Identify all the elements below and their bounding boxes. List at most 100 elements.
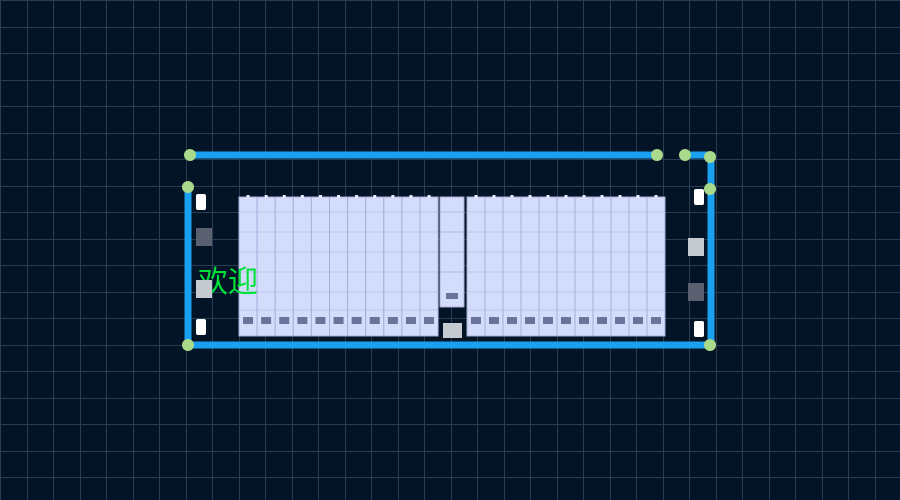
server-rack[interactable] <box>383 195 403 337</box>
server-rack[interactable] <box>484 195 504 337</box>
server-rack-body[interactable] <box>466 196 486 337</box>
door-marker[interactable] <box>196 319 206 335</box>
server-rack-body[interactable] <box>401 196 421 337</box>
server-rack-slot <box>507 317 517 324</box>
server-rack-body[interactable] <box>556 196 576 337</box>
server-rack-body[interactable] <box>383 196 403 337</box>
device-dark[interactable] <box>196 228 212 246</box>
server-rack-body[interactable] <box>310 196 330 337</box>
server-rack-top-marker <box>427 195 431 198</box>
server-rack[interactable] <box>538 195 558 337</box>
server-rack[interactable] <box>592 195 612 337</box>
server-rack-body[interactable] <box>592 196 612 337</box>
server-rack-body[interactable] <box>292 196 312 337</box>
server-rack-slot <box>633 317 643 324</box>
room-walls[interactable] <box>184 151 715 349</box>
rack-row-right[interactable] <box>466 195 666 337</box>
server-rack-body[interactable] <box>538 196 558 337</box>
server-rack-top-marker <box>391 195 395 198</box>
vertex-handle[interactable] <box>182 339 194 351</box>
vertex-handle[interactable] <box>184 149 196 161</box>
server-rack[interactable] <box>419 195 439 337</box>
server-rack[interactable] <box>329 195 349 337</box>
server-rack-body[interactable] <box>419 196 439 337</box>
door-marker[interactable] <box>694 189 704 205</box>
server-rack[interactable] <box>274 195 294 337</box>
server-rack-top-marker <box>373 195 377 198</box>
server-rack-top-marker <box>564 195 568 198</box>
server-rack-body[interactable] <box>365 196 385 337</box>
server-rack[interactable] <box>256 195 276 337</box>
vertex-handle[interactable] <box>651 149 663 161</box>
server-rack-body[interactable] <box>329 196 349 337</box>
device-light[interactable] <box>196 280 212 298</box>
server-rack-slot <box>261 317 272 324</box>
server-rack-slot <box>369 317 380 324</box>
server-rack-top-marker <box>492 195 496 198</box>
server-rack[interactable] <box>310 195 330 337</box>
server-rack[interactable] <box>466 195 486 337</box>
server-rack[interactable] <box>292 195 312 337</box>
server-rack[interactable] <box>628 195 648 337</box>
server-rack-top-marker <box>264 195 268 198</box>
server-rack-body[interactable] <box>628 196 648 337</box>
vertex-handle[interactable] <box>679 149 691 161</box>
rack-center[interactable] <box>439 196 465 308</box>
server-rack-body[interactable] <box>646 196 666 337</box>
vertex-handle[interactable] <box>704 183 716 195</box>
server-rack-slot <box>489 317 499 324</box>
server-rack-top-marker <box>600 195 604 198</box>
server-rack-slot <box>579 317 589 324</box>
server-rack-body[interactable] <box>256 196 276 337</box>
vertex-handle[interactable] <box>704 339 716 351</box>
server-rack-slot <box>615 317 625 324</box>
server-rack-slot <box>315 317 326 324</box>
server-rack-slot <box>525 317 535 324</box>
server-rack[interactable] <box>610 195 630 337</box>
door-marker[interactable] <box>196 194 206 210</box>
server-rack[interactable] <box>556 195 576 337</box>
server-rack-body[interactable] <box>610 196 630 337</box>
wall-vertices[interactable] <box>182 149 716 351</box>
server-rack[interactable] <box>365 195 385 337</box>
vertex-handle[interactable] <box>704 151 716 163</box>
server-rack-top-marker <box>300 195 304 198</box>
device-light[interactable] <box>443 323 462 338</box>
server-rack-slot <box>243 317 254 324</box>
server-rack-slot <box>561 317 571 324</box>
wall-devices[interactable] <box>196 189 704 338</box>
vertex-handle[interactable] <box>182 181 194 193</box>
server-rack-top-marker <box>618 195 622 198</box>
rack-row-left[interactable] <box>238 195 439 337</box>
server-rack[interactable] <box>401 195 421 337</box>
server-rack-top-marker <box>337 195 341 198</box>
device-dark[interactable] <box>688 283 704 301</box>
server-rack-top-marker <box>282 195 286 198</box>
server-rack-top-marker <box>654 195 658 198</box>
server-rack-slot <box>279 317 290 324</box>
server-rack-slot <box>387 317 398 324</box>
server-rack[interactable] <box>574 195 594 337</box>
door-marker[interactable] <box>694 321 704 337</box>
server-rack-top-marker <box>474 195 478 198</box>
server-rack-body[interactable] <box>502 196 522 337</box>
server-rack-top-marker <box>318 195 322 198</box>
server-rack-slot <box>424 317 435 324</box>
server-rack-body[interactable] <box>520 196 540 337</box>
server-rack-body[interactable] <box>484 196 504 337</box>
server-rack-slot <box>651 317 661 324</box>
server-rack-top-marker <box>246 195 250 198</box>
server-rack-body[interactable] <box>574 196 594 337</box>
server-rack[interactable] <box>347 195 367 337</box>
server-rack-top-marker <box>582 195 586 198</box>
server-rack[interactable] <box>520 195 540 337</box>
server-rack-body[interactable] <box>347 196 367 337</box>
server-rack-top-marker <box>510 195 514 198</box>
device-light[interactable] <box>688 238 704 256</box>
server-rack[interactable] <box>502 195 522 337</box>
server-rack[interactable] <box>646 195 666 337</box>
server-rack-top-marker <box>355 195 359 198</box>
server-rack-body[interactable] <box>274 196 294 337</box>
